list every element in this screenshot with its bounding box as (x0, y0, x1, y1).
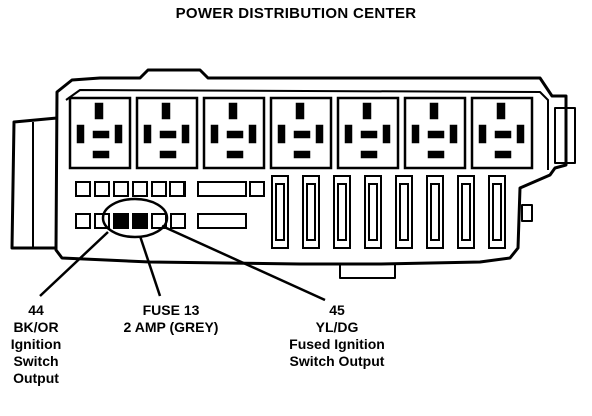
leader-line-left (39, 231, 109, 297)
relay (68, 96, 132, 170)
callout-44-bk-or: 44 BK/OR Ignition Switch Output (2, 302, 70, 387)
maxi-fuse (395, 175, 413, 249)
mini-fuse (75, 181, 91, 197)
relay (470, 96, 534, 170)
callout-45-line-4: Switch Output (289, 353, 385, 369)
mini-fuse (151, 181, 167, 197)
relay (336, 96, 400, 170)
callout-44-color: BK/OR (13, 319, 59, 335)
callout-45-yl-dg: 45 YL/DG Fused Ignition Switch Output (262, 302, 412, 370)
maxi-fuse (302, 175, 320, 249)
housing-outline (54, 68, 568, 266)
callout-44-line-4: Switch (13, 353, 59, 369)
fuse-slot-long (197, 181, 247, 197)
maxi-fuse (457, 175, 475, 249)
housing-inner-frame (65, 89, 549, 170)
mini-fuse (170, 213, 186, 229)
maxi-fuse (488, 175, 506, 249)
mounting-tab-left (10, 116, 58, 250)
fuse-13-slot (113, 213, 129, 229)
fuse-slot-long (197, 213, 247, 229)
mini-fuse (132, 181, 148, 197)
fuse-13-slot (132, 213, 148, 229)
relay (269, 96, 333, 170)
mini-fuse (169, 181, 185, 197)
callout-44-line-3: Ignition (10, 336, 62, 352)
side-bolt (521, 204, 533, 222)
maxi-fuse (364, 175, 382, 249)
callout-44-line-5: Output (13, 370, 59, 386)
fuse-13-highlight-ellipse (101, 197, 169, 239)
mini-fuse (94, 181, 110, 197)
maxi-fuse (271, 175, 289, 249)
callout-fuse-13-rating: 2 AMP (GREY) (123, 319, 219, 335)
diagram-title: POWER DISTRIBUTION CENTER (175, 5, 417, 22)
callout-45-number: 45 (329, 302, 345, 318)
callout-fuse-13: FUSE 13 2 AMP (GREY) (96, 302, 246, 336)
leader-line-right (161, 224, 326, 302)
mini-fuse (113, 181, 129, 197)
maxi-fuse (333, 175, 351, 249)
mini-fuse (249, 181, 265, 197)
callout-44-number: 44 (28, 302, 44, 318)
leader-line-center (138, 235, 162, 297)
mini-fuse (75, 213, 91, 229)
maxi-fuse (426, 175, 444, 249)
relay (202, 96, 266, 170)
callout-45-line-3: Fused Ignition (289, 336, 385, 352)
bottom-latch (339, 264, 396, 279)
callout-45-color: YL/DG (315, 319, 359, 335)
relay (135, 96, 199, 170)
relay (403, 96, 467, 170)
callout-fuse-13-name: FUSE 13 (142, 302, 200, 318)
connector-right (554, 107, 576, 164)
